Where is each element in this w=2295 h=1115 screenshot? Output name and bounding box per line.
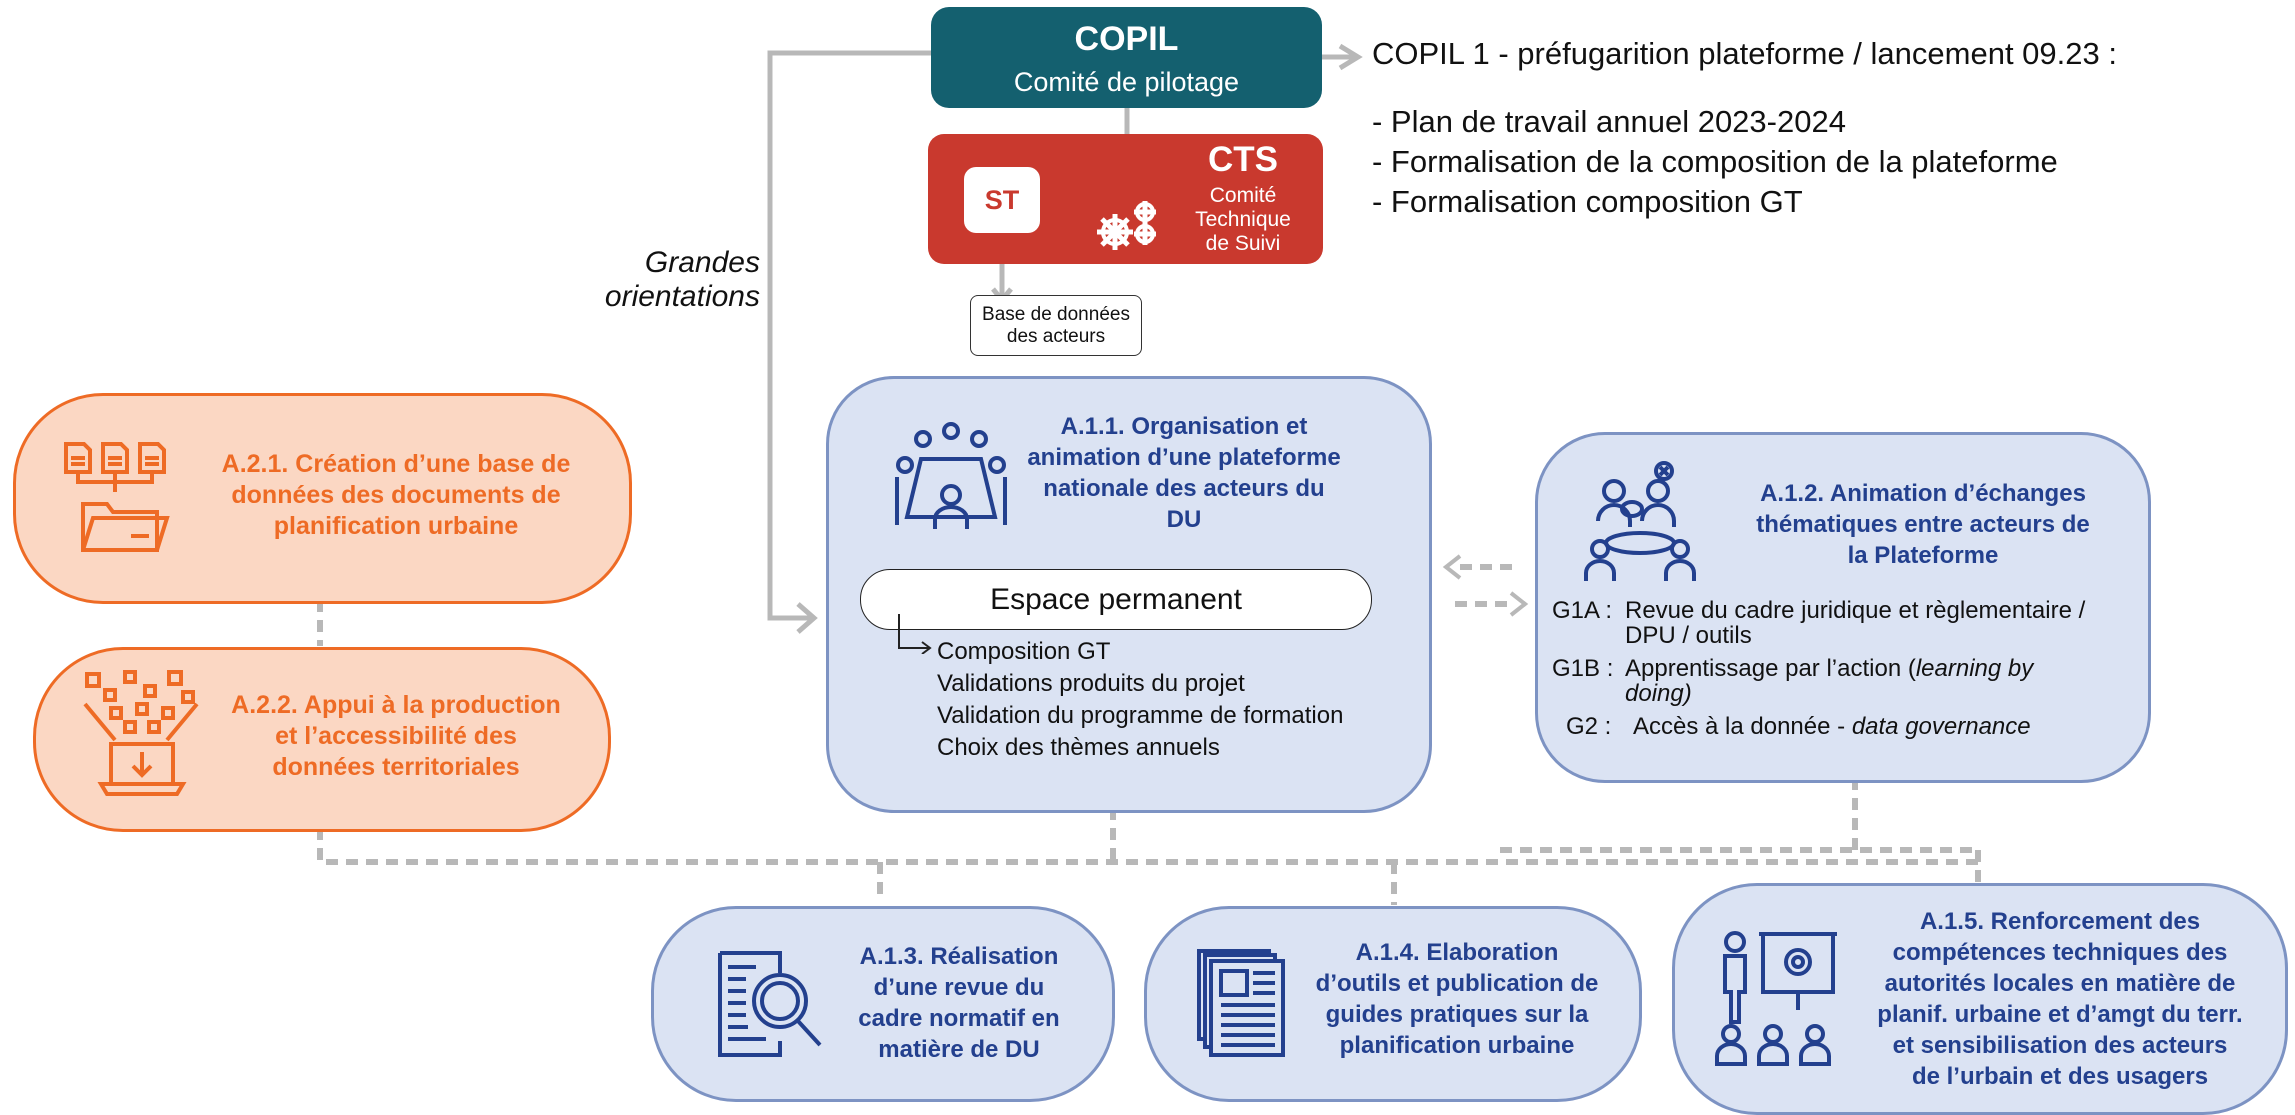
a15-title: A.1.5. Renforcement des compétences tech…	[1855, 906, 2265, 1092]
a15-line: autorités locales en matière de	[1884, 970, 2236, 997]
grandes-orientations-label: Grandes orientations	[560, 246, 760, 314]
newspaper-icon	[1197, 949, 1285, 1057]
a14-line: guides pratiques sur la	[1325, 1001, 1589, 1028]
a15-line: de l’urbain et des usagers	[1911, 1063, 2209, 1090]
cts-subtitle-line: Comité	[1209, 184, 1277, 207]
a11-item: Validations produits du projet	[937, 670, 1245, 697]
a12-group-row: G1B : Apprentissage par l’action (learni…	[1552, 656, 2132, 706]
documents-folder-icon	[64, 442, 170, 552]
a12-group-italic: doing)	[1625, 680, 1692, 707]
a13-title: A.1.3. Réalisation d’une revue du cadre …	[844, 941, 1074, 1065]
a12-group-italic: learning by	[1915, 655, 2034, 682]
a12-group-code: G1B :	[1552, 655, 1614, 682]
a22-line: A.2.2. Appui à la production	[231, 691, 561, 719]
workshop-group-icon	[1584, 461, 1696, 581]
copil-subtitle: Comité de pilotage	[1013, 67, 1240, 97]
cts-subtitle: Comité Technique de Suivi	[1164, 184, 1322, 256]
a22-line: données territoriales	[272, 753, 520, 781]
a11-line: nationale des acteurs du	[1043, 475, 1325, 502]
a14-box: A.1.4. Elaboration d’outils et publicati…	[1144, 906, 1642, 1102]
a12-line: la Plateforme	[1847, 542, 1999, 569]
a11-line: animation d’une plateforme	[1027, 444, 1341, 471]
actors-database-box: Base de données des acteurs	[970, 295, 1142, 356]
a12-group-text-part: Apprentissage par l’action (	[1625, 655, 1916, 682]
a12-box: A.1.2. Animation d’échanges thématiques …	[1535, 432, 2151, 783]
a15-line: et sensibilisation des acteurs	[1892, 1032, 2228, 1059]
cts-subtitle-line: Technique	[1195, 208, 1291, 231]
database-line: des acteurs	[1006, 325, 1106, 347]
a12-line: A.1.2. Animation d’échanges	[1760, 480, 2086, 507]
a12-group-code: G1A :	[1552, 597, 1613, 624]
search-document-icon	[718, 951, 822, 1057]
a12-group-text-part: Accès à la donnée -	[1633, 713, 1852, 740]
cts-subtitle-line: de Suivi	[1205, 232, 1281, 255]
a21-line: données des documents de	[231, 481, 561, 509]
st-badge: ST	[964, 167, 1040, 233]
a11-item-list: Composition GT Validations produits du p…	[937, 636, 1343, 764]
cts-title: CTS	[1208, 140, 1278, 179]
a12-title: A.1.2. Animation d’échanges thématiques …	[1723, 478, 2123, 571]
copil-note-heading: COPIL 1 - préfugarition plateforme / lan…	[1372, 36, 2117, 71]
a12-group-row: G2 : Accès à la donnée - data governance	[1552, 714, 2132, 739]
a14-line: d’outils et publication de	[1315, 970, 1599, 997]
a11-title: A.1.1. Organisation et animation d’une p…	[1014, 411, 1354, 535]
a12-group-text: Apprentissage par l’action (learning by …	[1625, 656, 2033, 706]
a12-group-text: Revue du cadre juridique et règlementair…	[1625, 598, 2085, 648]
a13-line: matière de DU	[878, 1036, 1040, 1063]
a13-line: cadre normatif en	[858, 1005, 1060, 1032]
a21-title: A.2.1. Création d’une base de données de…	[196, 449, 596, 542]
a11-item: Composition GT	[937, 638, 1111, 665]
a21-line: planification urbaine	[273, 512, 519, 540]
a12-group-italic: data governance	[1851, 713, 2031, 740]
a13-line: A.1.3. Réalisation	[859, 943, 1059, 970]
a13-box: A.1.3. Réalisation d’une revue du cadre …	[651, 906, 1115, 1102]
copil-box: COPIL Comité de pilotage	[931, 7, 1322, 108]
a14-line: planification urbaine	[1339, 1032, 1575, 1059]
copil-note-item: - Plan de travail annuel 2023-2024	[1372, 104, 1846, 139]
a12-group-row: G1A : Revue du cadre juridique et règlem…	[1552, 598, 2132, 648]
a22-line: et l’accessibilité des	[275, 722, 517, 750]
grandes-line: Grandes	[644, 246, 760, 279]
branch-arrow-icon	[898, 614, 932, 654]
meeting-table-icon	[895, 422, 1007, 529]
a13-line: d’une revue du	[873, 974, 1045, 1001]
a15-box: A.1.5. Renforcement des compétences tech…	[1672, 883, 2288, 1115]
data-download-icon	[83, 670, 199, 796]
a15-line: planif. urbaine et d’amgt du terr.	[1877, 1001, 2243, 1028]
a15-line: A.1.5. Renforcement des	[1919, 908, 2201, 935]
a12-group-code: G2 :	[1566, 713, 1612, 740]
a21-line: A.2.1. Création d’une base de	[221, 450, 571, 478]
training-presentation-icon	[1715, 931, 1837, 1066]
copil-note-item: - Formalisation de la composition de la …	[1372, 144, 2058, 179]
a12-line: thématiques entre acteurs de	[1756, 511, 2090, 538]
espace-permanent-box: Espace permanent	[860, 569, 1372, 630]
copil-title: COPIL	[1074, 20, 1179, 58]
a22-title: A.2.2. Appui à la production et l’access…	[216, 690, 576, 783]
a12-group-text: Accès à la donnée - data governance	[1633, 714, 2031, 739]
a14-line: A.1.4. Elaboration	[1355, 939, 1559, 966]
gears-icon	[1097, 201, 1156, 250]
a14-title: A.1.4. Elaboration d’outils et publicati…	[1297, 937, 1617, 1061]
a22-box: A.2.2. Appui à la production et l’access…	[33, 647, 611, 832]
copil-note-list: - Plan de travail annuel 2023-2024 - For…	[1372, 102, 2058, 222]
copil-note-item: - Formalisation composition GT	[1372, 184, 1803, 219]
database-line: Base de données	[982, 303, 1130, 325]
a12-group-text-part: DPU / outils	[1625, 622, 1752, 649]
a21-box: A.2.1. Création d’une base de données de…	[13, 393, 632, 604]
a11-item: Validation du programme de formation	[937, 702, 1344, 729]
a11-line: A.1.1. Organisation et	[1060, 413, 1308, 440]
a11-line: DU	[1166, 506, 1202, 533]
a12-groups: G1A : Revue du cadre juridique et règlem…	[1552, 598, 2132, 739]
grandes-line: orientations	[604, 280, 760, 313]
a11-item: Choix des thèmes annuels	[937, 734, 1220, 761]
a15-line: compétences techniques des	[1892, 939, 2228, 966]
cts-box: ST CTS Comité Technique de Suivi	[928, 134, 1323, 264]
a12-group-text-part: Revue du cadre juridique et règlementair…	[1625, 597, 2086, 624]
